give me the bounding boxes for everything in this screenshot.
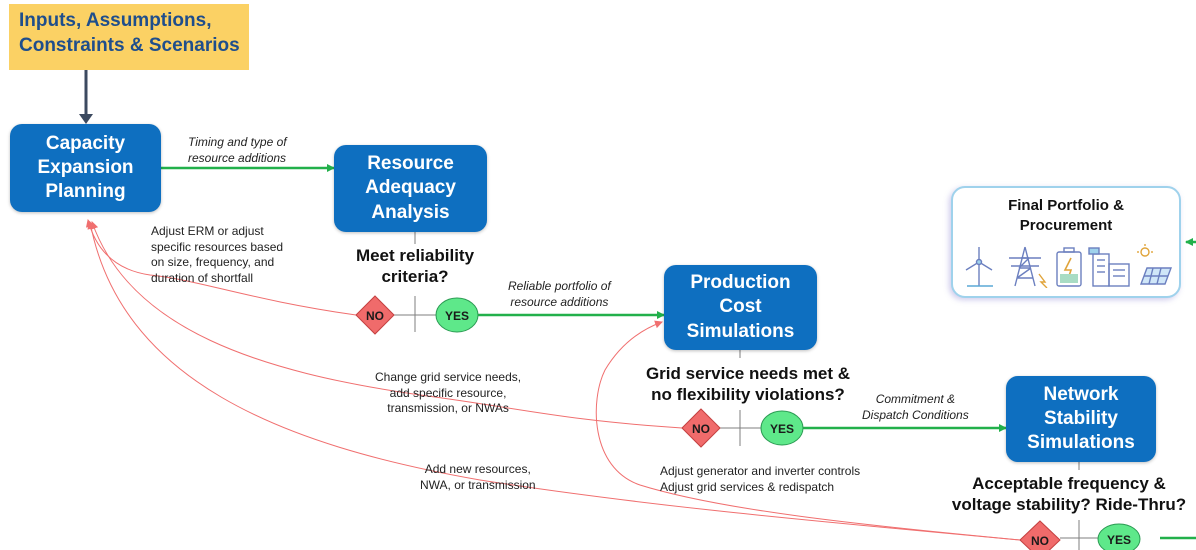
stability-no-label: NO [1031,534,1049,548]
adequacy-yes-label: YES [445,309,469,323]
network-stability-label: Network Stability Simulations [1027,383,1135,454]
production-no-label: NO [692,422,710,436]
transmission-tower-icon [1009,246,1048,288]
network-stability-node: Network Stability Simulations [1006,376,1156,462]
final-portfolio-title: Final Portfolio & Procurement [1008,197,1124,234]
buildings-icon [1088,247,1130,287]
capacity-expansion-label: Capacity Expansion Planning [37,132,134,203]
feedback-stability-no-to-capacity [87,221,1021,541]
capacity-expansion-node: Capacity Expansion Planning [10,124,161,212]
stability-yes-label: YES [1107,533,1131,547]
timing-label: Timing and type of resource additions [188,135,287,165]
inputs-assumptions-box: Inputs, Assumptions, Constraints & Scena… [9,4,249,70]
production-no-diamond [681,408,721,448]
reliable-portfolio-label: Reliable portfolio of resource additions [508,279,611,309]
battery-storage-icon [1056,247,1082,287]
adequacy-no-label: NO [366,309,384,323]
production-cost-node: Production Cost Simulations [664,265,817,350]
resource-adequacy-label: Resource Adequacy Analysis [365,153,456,223]
inputs-arrowhead [79,114,93,124]
adequacy-no-diamond [355,295,395,335]
production-yes-label: YES [770,422,794,436]
commitment-label: Commitment & Dispatch Conditions [862,392,969,422]
feedback-production-no-to-capacity [90,221,683,429]
solar-panel-icon [1137,244,1173,285]
wind-turbine-icon [965,247,993,287]
adjust-erm-label: Adjust ERM or adjust specific resources … [151,224,284,285]
stability-no-diamond [1019,520,1061,550]
add-new-resources-label: Add new resources, NWA, or transmission [420,462,536,492]
grid-service-question: Grid service needs met & no flexibility … [645,364,851,405]
reliability-question: Meet reliability criteria? [355,246,475,287]
resource-adequacy-node: Resource Adequacy Analysis [334,145,487,232]
final-portfolio-box: Final Portfolio & Procurement [951,186,1181,298]
feedback-stability-no-to-production [595,320,1021,541]
stability-yes-oval [1097,523,1141,550]
stability-question: Acceptable frequency & voltage stability… [951,474,1187,515]
production-cost-label: Production Cost Simulations [686,272,795,342]
feedback-adequacy-no-to-capacity [85,219,357,316]
adjust-generator-label: Adjust generator and inverter controls A… [660,464,861,494]
production-yes-oval [760,410,804,446]
resource-icons [965,244,1173,288]
adequacy-yes-oval [435,297,479,333]
change-grid-label: Change grid service needs, add specific … [375,370,522,416]
